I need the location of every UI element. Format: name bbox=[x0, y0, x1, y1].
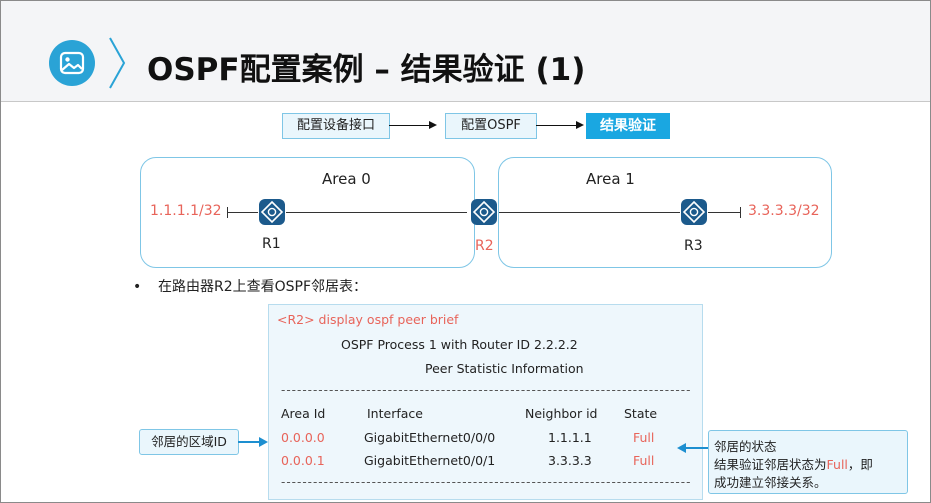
step-verify-results: 结果验证 bbox=[586, 113, 670, 139]
r3-loopback-ip: 3.3.3.3/32 bbox=[748, 203, 820, 219]
callout-area-id-text: 邻居的区域ID bbox=[151, 434, 227, 449]
callout-state-full: Full bbox=[826, 457, 848, 472]
stub-r3 bbox=[708, 212, 740, 213]
link-r1-r2 bbox=[286, 212, 467, 213]
router-r3-icon bbox=[681, 199, 707, 225]
step-arrow-2-head bbox=[576, 121, 584, 129]
cli-row1-area: 0.0.0.0 bbox=[281, 430, 325, 445]
header-band bbox=[1, 1, 930, 102]
router-r1-icon bbox=[259, 199, 285, 225]
callout-neighbor-state: 邻居的状态 结果验证邻居状态为Full，即 成功建立邻接关系。 bbox=[708, 430, 908, 494]
header-divider bbox=[1, 101, 930, 102]
cli-row2-area: 0.0.0.1 bbox=[281, 453, 325, 468]
bullet-text: 在路由器R2上查看OSPF邻居表： bbox=[158, 279, 368, 295]
router-r3-label: R3 bbox=[684, 238, 703, 254]
stub-r3-end bbox=[740, 207, 741, 218]
page-title: OSPF配置案例 – 结果验证 (1) bbox=[147, 52, 586, 88]
callout-state-title: 邻居的状态 bbox=[714, 439, 777, 454]
step-arrow-1-head bbox=[429, 121, 437, 129]
callout-left-arrowhead bbox=[259, 437, 268, 447]
router-r2-label: R2 bbox=[475, 238, 494, 254]
callout-left-arrow bbox=[238, 441, 260, 443]
cli-separator-top: ----------------------------------------… bbox=[281, 383, 691, 397]
callout-state-line1-c: ，即 bbox=[847, 457, 873, 472]
cli-header-state: State bbox=[624, 406, 658, 421]
cli-stat-line: Peer Statistic Information bbox=[425, 361, 584, 376]
step-configure-interfaces: 配置设备接口 bbox=[282, 113, 390, 139]
step-arrow-1 bbox=[389, 125, 429, 126]
cli-row2-state: Full bbox=[633, 453, 655, 468]
cli-separator-bottom: ----------------------------------------… bbox=[281, 475, 691, 489]
stub-r1 bbox=[228, 212, 258, 213]
cli-row1-interface: GigabitEthernet0/0/0 bbox=[364, 430, 496, 445]
area-0-label: Area 0 bbox=[322, 170, 371, 188]
cli-header-neighbor: Neighbor id bbox=[525, 406, 598, 421]
step-arrow-2 bbox=[536, 125, 576, 126]
cli-header-area: Area Id bbox=[281, 406, 326, 421]
link-r2-r3 bbox=[499, 212, 680, 213]
callout-area-id: 邻居的区域ID bbox=[139, 429, 239, 455]
r1-loopback-ip: 1.1.1.1/32 bbox=[150, 203, 222, 219]
cli-header-interface: Interface bbox=[367, 406, 423, 421]
callout-state-line1-a: 结果验证邻居状态为 bbox=[714, 457, 827, 472]
callout-right-arrowhead bbox=[677, 443, 686, 453]
chevron-right-icon bbox=[109, 37, 126, 89]
router-r1-label: R1 bbox=[262, 236, 281, 252]
cli-command: <R2> display ospf peer brief bbox=[277, 312, 459, 327]
cli-process-line: OSPF Process 1 with Router ID 2.2.2.2 bbox=[341, 337, 578, 352]
cli-output-box: <R2> display ospf peer brief OSPF Proces… bbox=[268, 304, 703, 500]
cli-row2-interface: GigabitEthernet0/0/1 bbox=[364, 453, 496, 468]
bullet-dot: • bbox=[133, 279, 142, 295]
cli-row2-neighbor: 3.3.3.3 bbox=[548, 453, 592, 468]
step-configure-ospf: 配置OSPF bbox=[445, 113, 537, 139]
callout-state-line2: 成功建立邻接关系。 bbox=[714, 475, 827, 490]
picture-icon bbox=[49, 40, 95, 86]
callout-right-arrow bbox=[685, 447, 708, 449]
cli-row1-neighbor: 1.1.1.1 bbox=[548, 430, 592, 445]
callout-state-line1: 结果验证邻居状态为Full，即 bbox=[714, 454, 873, 473]
cli-row1-state: Full bbox=[633, 430, 655, 445]
area-1-label: Area 1 bbox=[586, 170, 635, 188]
stub-r1-end bbox=[227, 207, 228, 218]
router-r2-icon bbox=[471, 199, 497, 225]
